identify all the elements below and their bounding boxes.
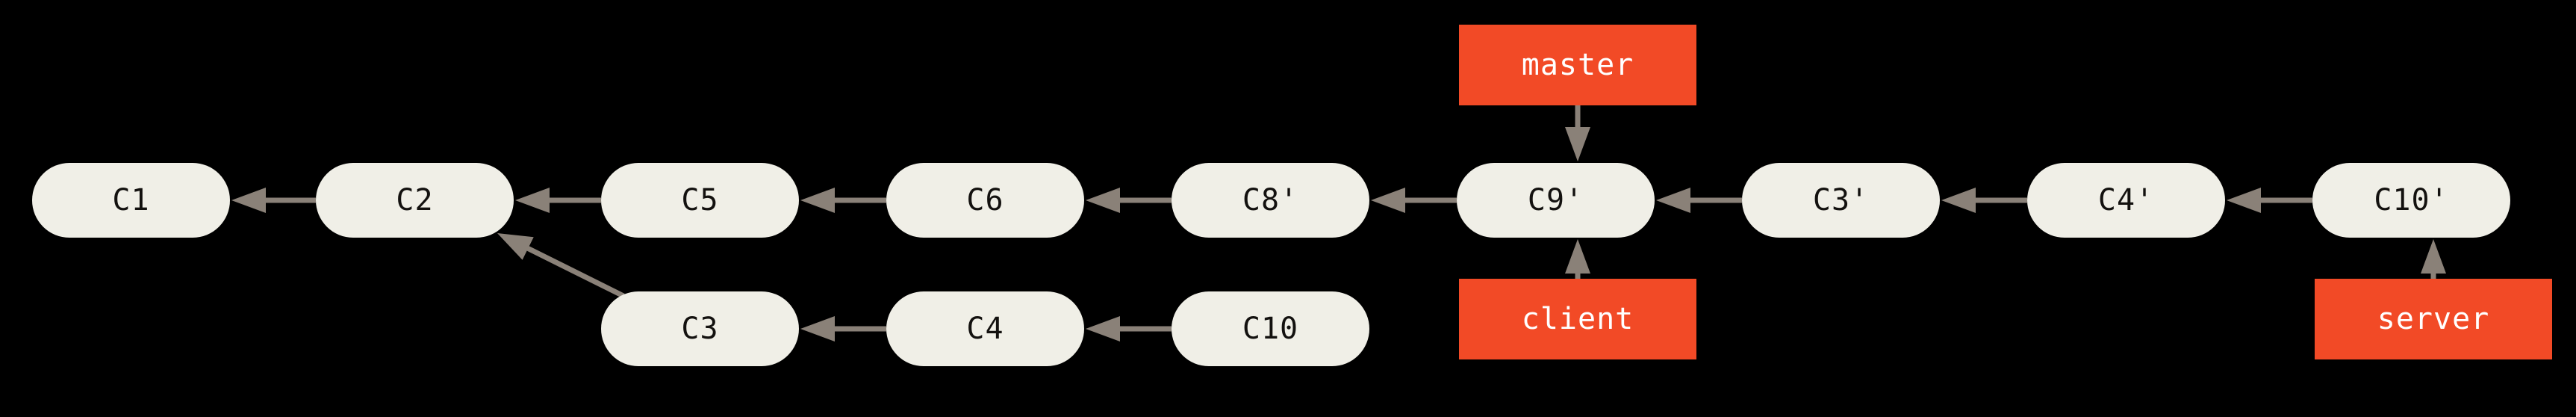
commit-node-label: C1 (112, 183, 150, 217)
edge-c6-to-c5-arrowhead (800, 188, 835, 213)
commit-node-c9p[interactable]: C9' (1457, 163, 1655, 238)
edge-c4p-to-c3p-arrowhead (1941, 188, 1976, 213)
commit-node-c6[interactable]: C6 (886, 163, 1084, 238)
commit-node-c10[interactable]: C10 (1172, 291, 1369, 366)
commit-node-c8p[interactable]: C8' (1172, 163, 1369, 238)
commit-node-label: C8' (1242, 183, 1299, 217)
commit-node-c2[interactable]: C2 (316, 163, 514, 238)
branch-label-master[interactable]: master (1459, 25, 1696, 105)
pointer-server-to-c10p-arrowhead (2421, 239, 2446, 274)
commit-node-label: C3 (681, 312, 719, 346)
branch-label-text: client (1521, 302, 1634, 336)
edge-c9p-to-c8p-arrowhead (1371, 188, 1405, 213)
commit-node-c3p[interactable]: C3' (1742, 163, 1940, 238)
commit-node-c1[interactable]: C1 (32, 163, 230, 238)
commit-node-c3[interactable]: C3 (601, 291, 799, 366)
commit-node-label: C10' (2374, 183, 2449, 217)
edge-c5-to-c2-arrowhead (515, 188, 550, 213)
edge-c3p-to-c9p-arrowhead (1656, 188, 1690, 213)
edge-c3-to-c2-line (514, 240, 625, 299)
commit-node-label: C5 (681, 183, 719, 217)
edge-c4-to-c3-arrowhead (800, 316, 835, 342)
commit-node-c4[interactable]: C4 (886, 291, 1084, 366)
commit-node-label: C4' (2097, 183, 2155, 217)
commit-node-c10p[interactable]: C10' (2312, 163, 2510, 238)
edge-c3-to-c2-arrowhead (497, 233, 534, 260)
edge-c8p-to-c6-arrowhead (1086, 188, 1120, 213)
branch-label-text: server (2377, 302, 2490, 336)
branch-label-client[interactable]: client (1459, 279, 1696, 359)
edge-c10p-to-c4p-arrowhead (2227, 188, 2261, 213)
commit-node-label: C4 (966, 312, 1004, 346)
commit-node-label: C6 (966, 183, 1004, 217)
pointer-master-to-c9p-arrowhead (1565, 127, 1590, 161)
commit-node-label: C10 (1242, 312, 1299, 346)
commit-node-label: C3' (1812, 183, 1870, 217)
commit-node-label: C9' (1527, 183, 1584, 217)
edge-c2-to-c1-arrowhead (231, 188, 266, 213)
branch-label-server[interactable]: server (2315, 279, 2552, 359)
pointer-client-to-c9p-arrowhead (1565, 239, 1590, 274)
commit-node-label: C2 (396, 183, 434, 217)
branch-label-text: master (1521, 48, 1634, 82)
commit-node-c5[interactable]: C5 (601, 163, 799, 238)
edge-c10-to-c4-arrowhead (1086, 316, 1120, 342)
commit-node-c4p[interactable]: C4' (2027, 163, 2225, 238)
